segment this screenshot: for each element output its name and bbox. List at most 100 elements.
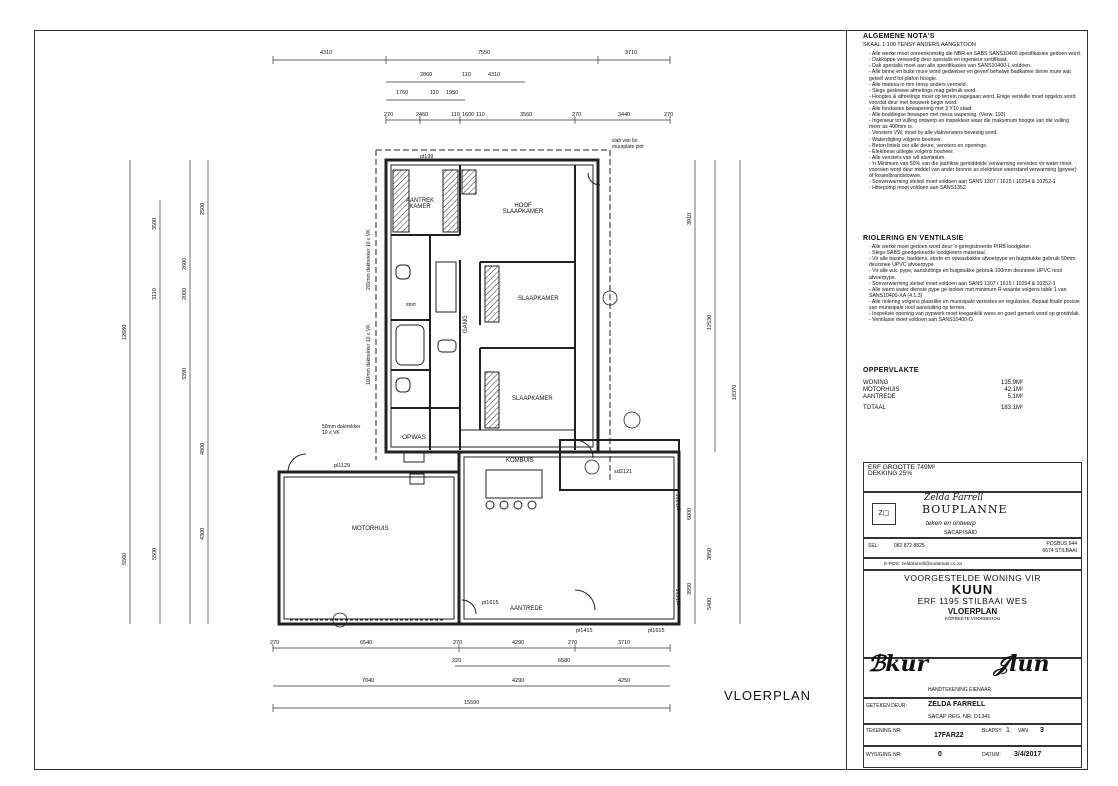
area-row-label: MOTORHUIS — [863, 387, 900, 394]
annotation-pl3: sd2121 — [614, 469, 633, 475]
annotation-vk1: 200mm daktrekker 10 ≤ VK — [366, 229, 372, 290]
email-box: E-POS: zeldafarrell@vodamail.co.za — [863, 558, 1082, 570]
drawing-no: 17FAR22 — [934, 732, 964, 739]
coverage: DEKKING 25% — [868, 470, 913, 478]
project-sheet-sub: KORREKTE VOORBEHOU — [944, 616, 1001, 622]
dim-left-mid-2: 3110 — [152, 288, 158, 300]
dim-left-inner-4: 2500 — [200, 202, 206, 215]
dim-top-4c: 110 — [451, 112, 460, 118]
town: 6674 STILBAAI — [1042, 548, 1077, 554]
note-item: Dak spesialis moet aan alle spesifikasie… — [869, 63, 1082, 69]
project-box: VOORGESTELDE WONING VIR KUUN ERF 1195 ST… — [863, 570, 1082, 658]
drawing-no-label: TEKENING NR: — [866, 728, 902, 734]
annotation-pl4: pl1215 — [676, 493, 682, 510]
note-item: Vensters VW, moet by alle vlakvensters b… — [869, 130, 1082, 136]
riolering-item: Alle riolering volgens plaaslike en muni… — [869, 299, 1082, 311]
dim-top-1a: 4310 — [320, 50, 333, 56]
dim-top-1c: 3710 — [625, 50, 638, 56]
project-sheet: VLOERPLAN — [947, 607, 998, 617]
annotation-pl1: pl199 — [420, 154, 434, 160]
date-value: 3/4/2017 — [1014, 751, 1042, 758]
signature-box: ℬkur 𝒥lun HANDTEKENING EIENAAR — [863, 651, 1082, 698]
dim-top-3a: 1760 — [396, 90, 409, 96]
owner-signature-2: 𝒥lun — [994, 651, 1050, 677]
room-label-gang: GANG — [463, 315, 469, 333]
note-item: Elektriese uitlegte volgens bouheer. — [869, 149, 1082, 155]
drawn-by-box: GETEKEN DEUR: ZELDA FARRELL SACAP REG. N… — [863, 698, 1082, 724]
dim-top-4f: 3560 — [520, 112, 533, 118]
riolering-item: Slegs SABS goedgekeurde loodgieters mate… — [869, 250, 1082, 256]
riolering-item: Alle werke moet gedoen word deur 'n gere… — [869, 244, 1082, 250]
dim-bottom-2a: 220 — [452, 658, 462, 664]
room-label-opwas: OPWAS — [402, 434, 426, 441]
erf-box: ERF GROOTTE 749M² DEKKING 25% — [863, 462, 1082, 492]
note-item: Hoogtes & afmetings moet op terrein nage… — [869, 94, 1082, 106]
project-client: KUUN — [951, 582, 994, 598]
area-row: WONING 135.9M² — [863, 380, 1023, 387]
general-notes-list: Alle werke moet ooreenkomstig die NBR en… — [863, 51, 1082, 191]
company-brand: BOUPLANNE — [922, 503, 1008, 516]
page-no: 1 — [1006, 727, 1010, 734]
area-row-label: AANTREDE — [863, 394, 896, 401]
dim-top-1b: 7550 — [478, 50, 491, 56]
dim-right-outer: 18370 — [732, 384, 738, 400]
riolering-item: Alle warm water dienste pype ge-isoleer … — [869, 287, 1082, 299]
owner-signature-1: ℬkur — [868, 651, 929, 677]
dim-top-2b: 110 — [462, 72, 471, 78]
email: E-POS: zeldafarrell@vodamail.co.za — [884, 562, 962, 567]
dim-bottom-1e: 270 — [568, 640, 578, 646]
area-total-row: TOTAAL 183.1M² — [863, 405, 1023, 412]
company-affil: SACAP/SAID — [944, 530, 978, 536]
area-heading: OPPERVLAKTE — [863, 367, 919, 374]
dim-top-3b: 110 — [430, 90, 439, 96]
living-wall — [457, 450, 681, 626]
page-total: 3 — [1040, 727, 1044, 734]
riolering-item: Inspeksie opening van pypwerk moet toega… — [869, 311, 1082, 317]
note-item: Beton lintels oor alle deure, vensters e… — [869, 143, 1082, 149]
company-tagline: teken en ontwerp — [926, 520, 976, 527]
room-label-stort: stort — [406, 302, 416, 308]
dim-top-4d: 1600 — [462, 112, 475, 118]
note-item: Alle binne en buite mure word gedweiser … — [869, 69, 1082, 81]
sacap-reg: SACAP REG. NR. D1341 — [928, 714, 991, 720]
annotation-vk3: 50mm daktrekker 10 ≤ VK — [322, 424, 361, 436]
room-label-kombuis: KOMBUIS — [506, 458, 534, 464]
erf-size: ERF GROOTTE 749M² — [868, 464, 936, 471]
room-label-aantrek-kamer: AANTREK KAMER — [405, 198, 435, 210]
drawing-title: VLOERPLAN — [724, 688, 812, 703]
dim-left-inner-2: 2000 — [182, 287, 188, 300]
dim-bottom-2b: 6580 — [558, 658, 571, 664]
drawing-sheet-border — [34, 30, 1088, 770]
area-row-label: WONING — [863, 380, 889, 387]
dim-left-inner-5: 4300 — [200, 527, 206, 540]
company-logo-icon: Z▢ — [872, 503, 896, 525]
dim-top-2a: 2860 — [420, 72, 433, 78]
company-box: Z▢ Zelda Farrell BOUPLANNE teken en ontw… — [863, 492, 1082, 538]
project-line1: VOORGESTELDE WONING VIR — [904, 573, 1041, 583]
of-label: VAN — [1018, 728, 1028, 734]
note-item: Slegs geskrewe afmetings mag gebruik wor… — [869, 88, 1082, 94]
general-notes-heading: ALGEMENE NOTA'S — [863, 33, 935, 40]
riolering-item: Ventilasie moet voldoen aan SANS10400-O. — [869, 317, 1082, 323]
postbus: POSBUS 944 — [1046, 541, 1077, 547]
annotation-pl2: pl1129 — [334, 463, 351, 469]
riolering-item: Vir alle w.k. pype, aansluitings en buig… — [869, 268, 1082, 280]
dim-right-mid-3: 6000 — [687, 507, 693, 520]
scale-note: SKAAL 1:100 TENSY ANDERS AANGETOON — [863, 42, 976, 49]
garage-wall — [277, 470, 461, 626]
dim-top-4b: 2460 — [416, 112, 429, 118]
dim-right-inner-2: 3950 — [687, 582, 693, 595]
dim-bottom-1a: 270 — [270, 640, 280, 646]
room-label-hoof-slaapkamer: HOOF SLAAPKAMER — [502, 203, 544, 215]
area-total-label: TOTAAL — [863, 405, 886, 412]
annotation-pl8: pl1615 — [676, 588, 682, 605]
dim-top-4e: 110 — [476, 112, 485, 118]
dim-left-inner-6: 4800 — [200, 442, 206, 455]
note-item: Alle werke moet ooreenkomstig die NBR en… — [869, 51, 1082, 57]
annotation-pl6: pl1415 — [576, 628, 593, 634]
area-row-value: 135.9M² — [1000, 380, 1023, 387]
riolering-item: Vir alle basins, baddens, storte en opwa… — [869, 256, 1082, 268]
dim-bottom-3c: 4250 — [618, 678, 631, 684]
